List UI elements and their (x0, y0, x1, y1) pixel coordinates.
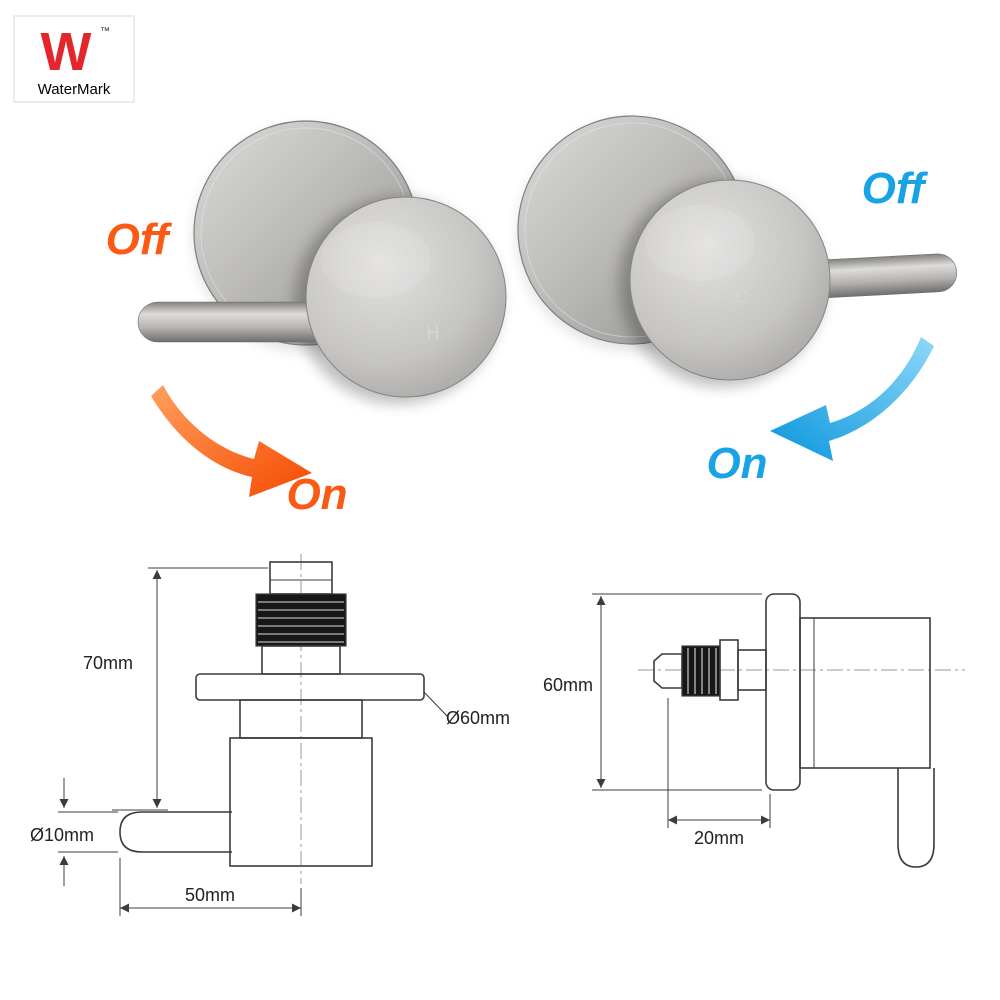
cold-knob (629, 179, 831, 381)
cold-on-label: On (706, 439, 767, 488)
side-technical-drawing (592, 593, 965, 868)
front-flange-plate (195, 673, 425, 701)
front-thread-section (255, 593, 347, 647)
cold-knob-highlight (645, 205, 755, 281)
watermark-tm-symbol: ™ (100, 26, 110, 37)
hot-knob-letter: H (427, 323, 440, 343)
front-dim-70mm (112, 567, 268, 811)
watermark-label: WaterMark (38, 81, 111, 98)
front-flange-dia-label: Ø60mm (446, 708, 510, 728)
front-technical-drawing (58, 554, 449, 916)
hot-knob (305, 196, 507, 398)
side-thread-lines (687, 648, 717, 694)
side-depth-dim-label: 20mm (694, 828, 744, 848)
cold-on-arrow (770, 337, 934, 461)
hot-on-label: On (286, 470, 347, 519)
front-thread-lines (258, 601, 344, 643)
watermark-logo: W ™ WaterMark (13, 15, 135, 103)
front-dim-50mm (119, 858, 302, 916)
hot-handle (137, 301, 331, 343)
side-dim-60mm (592, 593, 762, 791)
hot-on-arrow (151, 385, 312, 497)
front-flange-leader (423, 691, 449, 718)
front-height-dim-label: 70mm (83, 653, 133, 673)
watermark-w-mark: W (41, 22, 92, 82)
front-handle (119, 811, 232, 853)
side-spindle-head (653, 653, 683, 689)
cold-knob-letter: C (736, 287, 749, 307)
hot-tap-photo: H (137, 120, 507, 404)
hot-off-label: Off (106, 215, 173, 264)
watermark-logo-box (13, 15, 135, 103)
front-handle-dia-label: Ø10mm (30, 825, 94, 845)
cold-off-label: Off (862, 164, 929, 213)
side-body (799, 617, 931, 769)
side-handle (897, 768, 935, 868)
cold-tap-photo: C (517, 115, 958, 387)
hot-knob-highlight (321, 222, 431, 298)
side-flange-plate (765, 593, 801, 791)
front-width-dim-label: 50mm (185, 885, 235, 905)
front-dim-10mm (58, 778, 118, 886)
side-dim-20mm (667, 698, 771, 828)
front-lower-body (229, 737, 373, 867)
side-height-dim-label: 60mm (543, 675, 593, 695)
